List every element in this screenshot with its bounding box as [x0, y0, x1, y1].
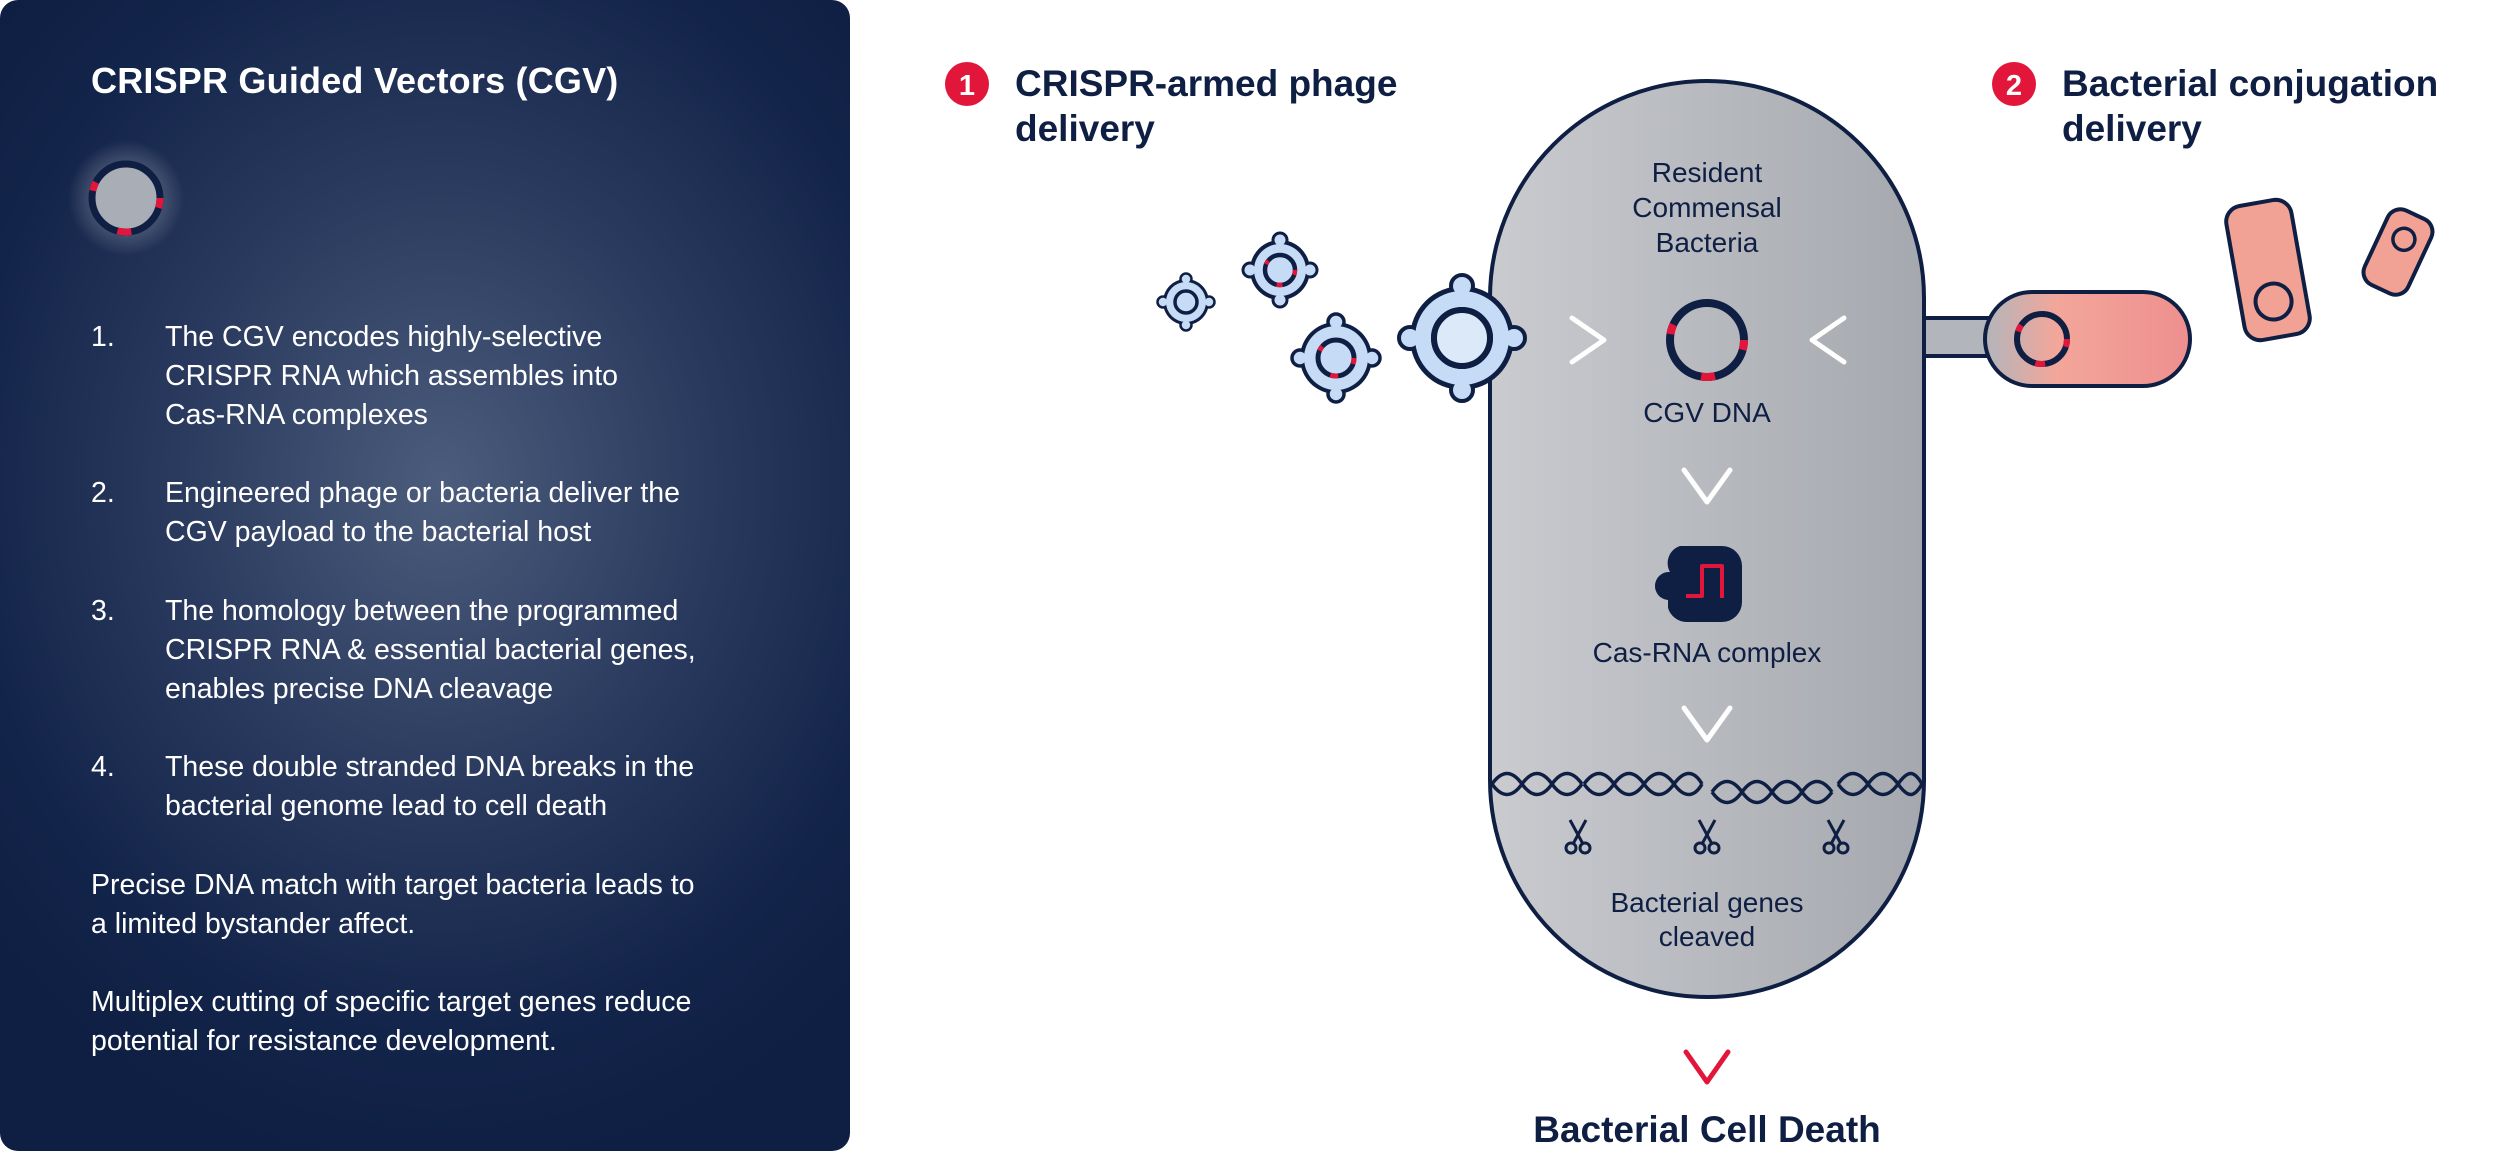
phage-icon [1241, 231, 1319, 309]
note-line: a limited bystander affect. [91, 908, 416, 940]
step-text-line: CRISPR RNA & essential bacterial genes, [165, 634, 696, 666]
note-line: Multiplex cutting of specific target gen… [91, 986, 692, 1018]
note-line: Precise DNA match with target bacteria l… [91, 869, 695, 901]
badge-2-number: 2 [2006, 70, 2022, 102]
route-1-title-line: CRISPR-armed phage [1015, 63, 1397, 104]
genes-cleaved-label: Bacterial genes [1610, 887, 1803, 918]
dna-segment [1710, 779, 1834, 805]
step-text-line: The CGV encodes highly-selective [165, 321, 603, 353]
dna-segment [1490, 771, 1584, 797]
route-2-header: 2 Bacterial conjugation delivery [1992, 62, 2438, 149]
cgv-plasmid-icon [68, 140, 184, 256]
chevron-down-icon [1681, 467, 1733, 505]
step-text-line: CGV payload to the bacterial host [165, 516, 592, 548]
step-text-line: enables precise DNA cleavage [165, 673, 554, 705]
resident-bacterium-cell [1488, 79, 1926, 999]
cell-label: Resident Commensal Bacteria [1632, 157, 1781, 258]
cgv-dna-label: CGV DNA [1643, 397, 1771, 428]
cell-label-line: Commensal [1632, 192, 1781, 223]
info-panel: CRISPR Guided Vectors (CGV) 1. The CGV e… [0, 0, 850, 1151]
bacterial-dna-strands [1490, 771, 1924, 805]
scissors-icon [1822, 819, 1850, 855]
route-1-title-line: delivery [1015, 108, 1155, 149]
route-2-title-line: Bacterial conjugation [2062, 63, 2438, 104]
step-number: 2. [91, 477, 115, 509]
cgv-dna-plasmid-icon [1666, 299, 1748, 381]
phage-particles [1156, 231, 1527, 404]
route-2-title-line: delivery [2062, 108, 2202, 149]
chevron-right-icon [1569, 315, 1607, 365]
genes-cleaved-label: cleaved [1659, 921, 1756, 952]
cas-rna-complex-icon [1654, 546, 1742, 622]
chevron-left-icon [1809, 315, 1847, 365]
phage-icon [1397, 273, 1527, 403]
route-1-header: 1 CRISPR-armed phage delivery [945, 62, 1397, 149]
scissors-icon [1693, 819, 1721, 855]
panel-title: CRISPR Guided Vectors (CGV) [91, 60, 619, 101]
cas-rna-label: Cas-RNA complex [1593, 637, 1822, 668]
step-text-line: The homology between the programmed [165, 595, 679, 627]
note-resistance: Multiplex cutting of specific target gen… [91, 983, 831, 1061]
cell-label-line: Resident [1652, 157, 1763, 188]
chevron-down-red-icon [1683, 1049, 1731, 1085]
step-number: 4. [91, 751, 115, 783]
step-number: 3. [91, 595, 115, 627]
donor-bacterium-large [2224, 197, 2312, 343]
dna-segment [1582, 771, 1704, 797]
outcome-label: Bacterial Cell Death [1533, 1109, 1881, 1150]
badge-1 [945, 62, 989, 106]
conjugating-donor-bacterium [1898, 290, 2192, 388]
donor-bacterium-small [2361, 207, 2435, 297]
phage-icon [1156, 272, 1216, 332]
scissors-icon [1564, 819, 1592, 855]
step-text-line: CRISPR RNA which assembles into [165, 360, 618, 392]
phage-icon [1290, 312, 1382, 404]
note-line: potential for resistance development. [91, 1025, 557, 1057]
badge-1-number: 1 [959, 70, 975, 102]
step-text-line: Cas-RNA complexes [165, 399, 428, 431]
dna-segment [1836, 771, 1924, 797]
note-bystander: Precise DNA match with target bacteria l… [91, 866, 831, 944]
chevron-down-icon [1681, 705, 1733, 743]
step-number: 1. [91, 321, 115, 353]
step-text-line: These double stranded DNA breaks in the [165, 751, 695, 783]
step-text-line: Engineered phage or bacteria deliver the [165, 477, 680, 509]
cell-body [1488, 79, 1926, 999]
step-text-line: bacterial genome lead to cell death [165, 790, 608, 822]
cell-label-line: Bacteria [1656, 227, 1759, 258]
badge-2 [1992, 62, 2036, 106]
